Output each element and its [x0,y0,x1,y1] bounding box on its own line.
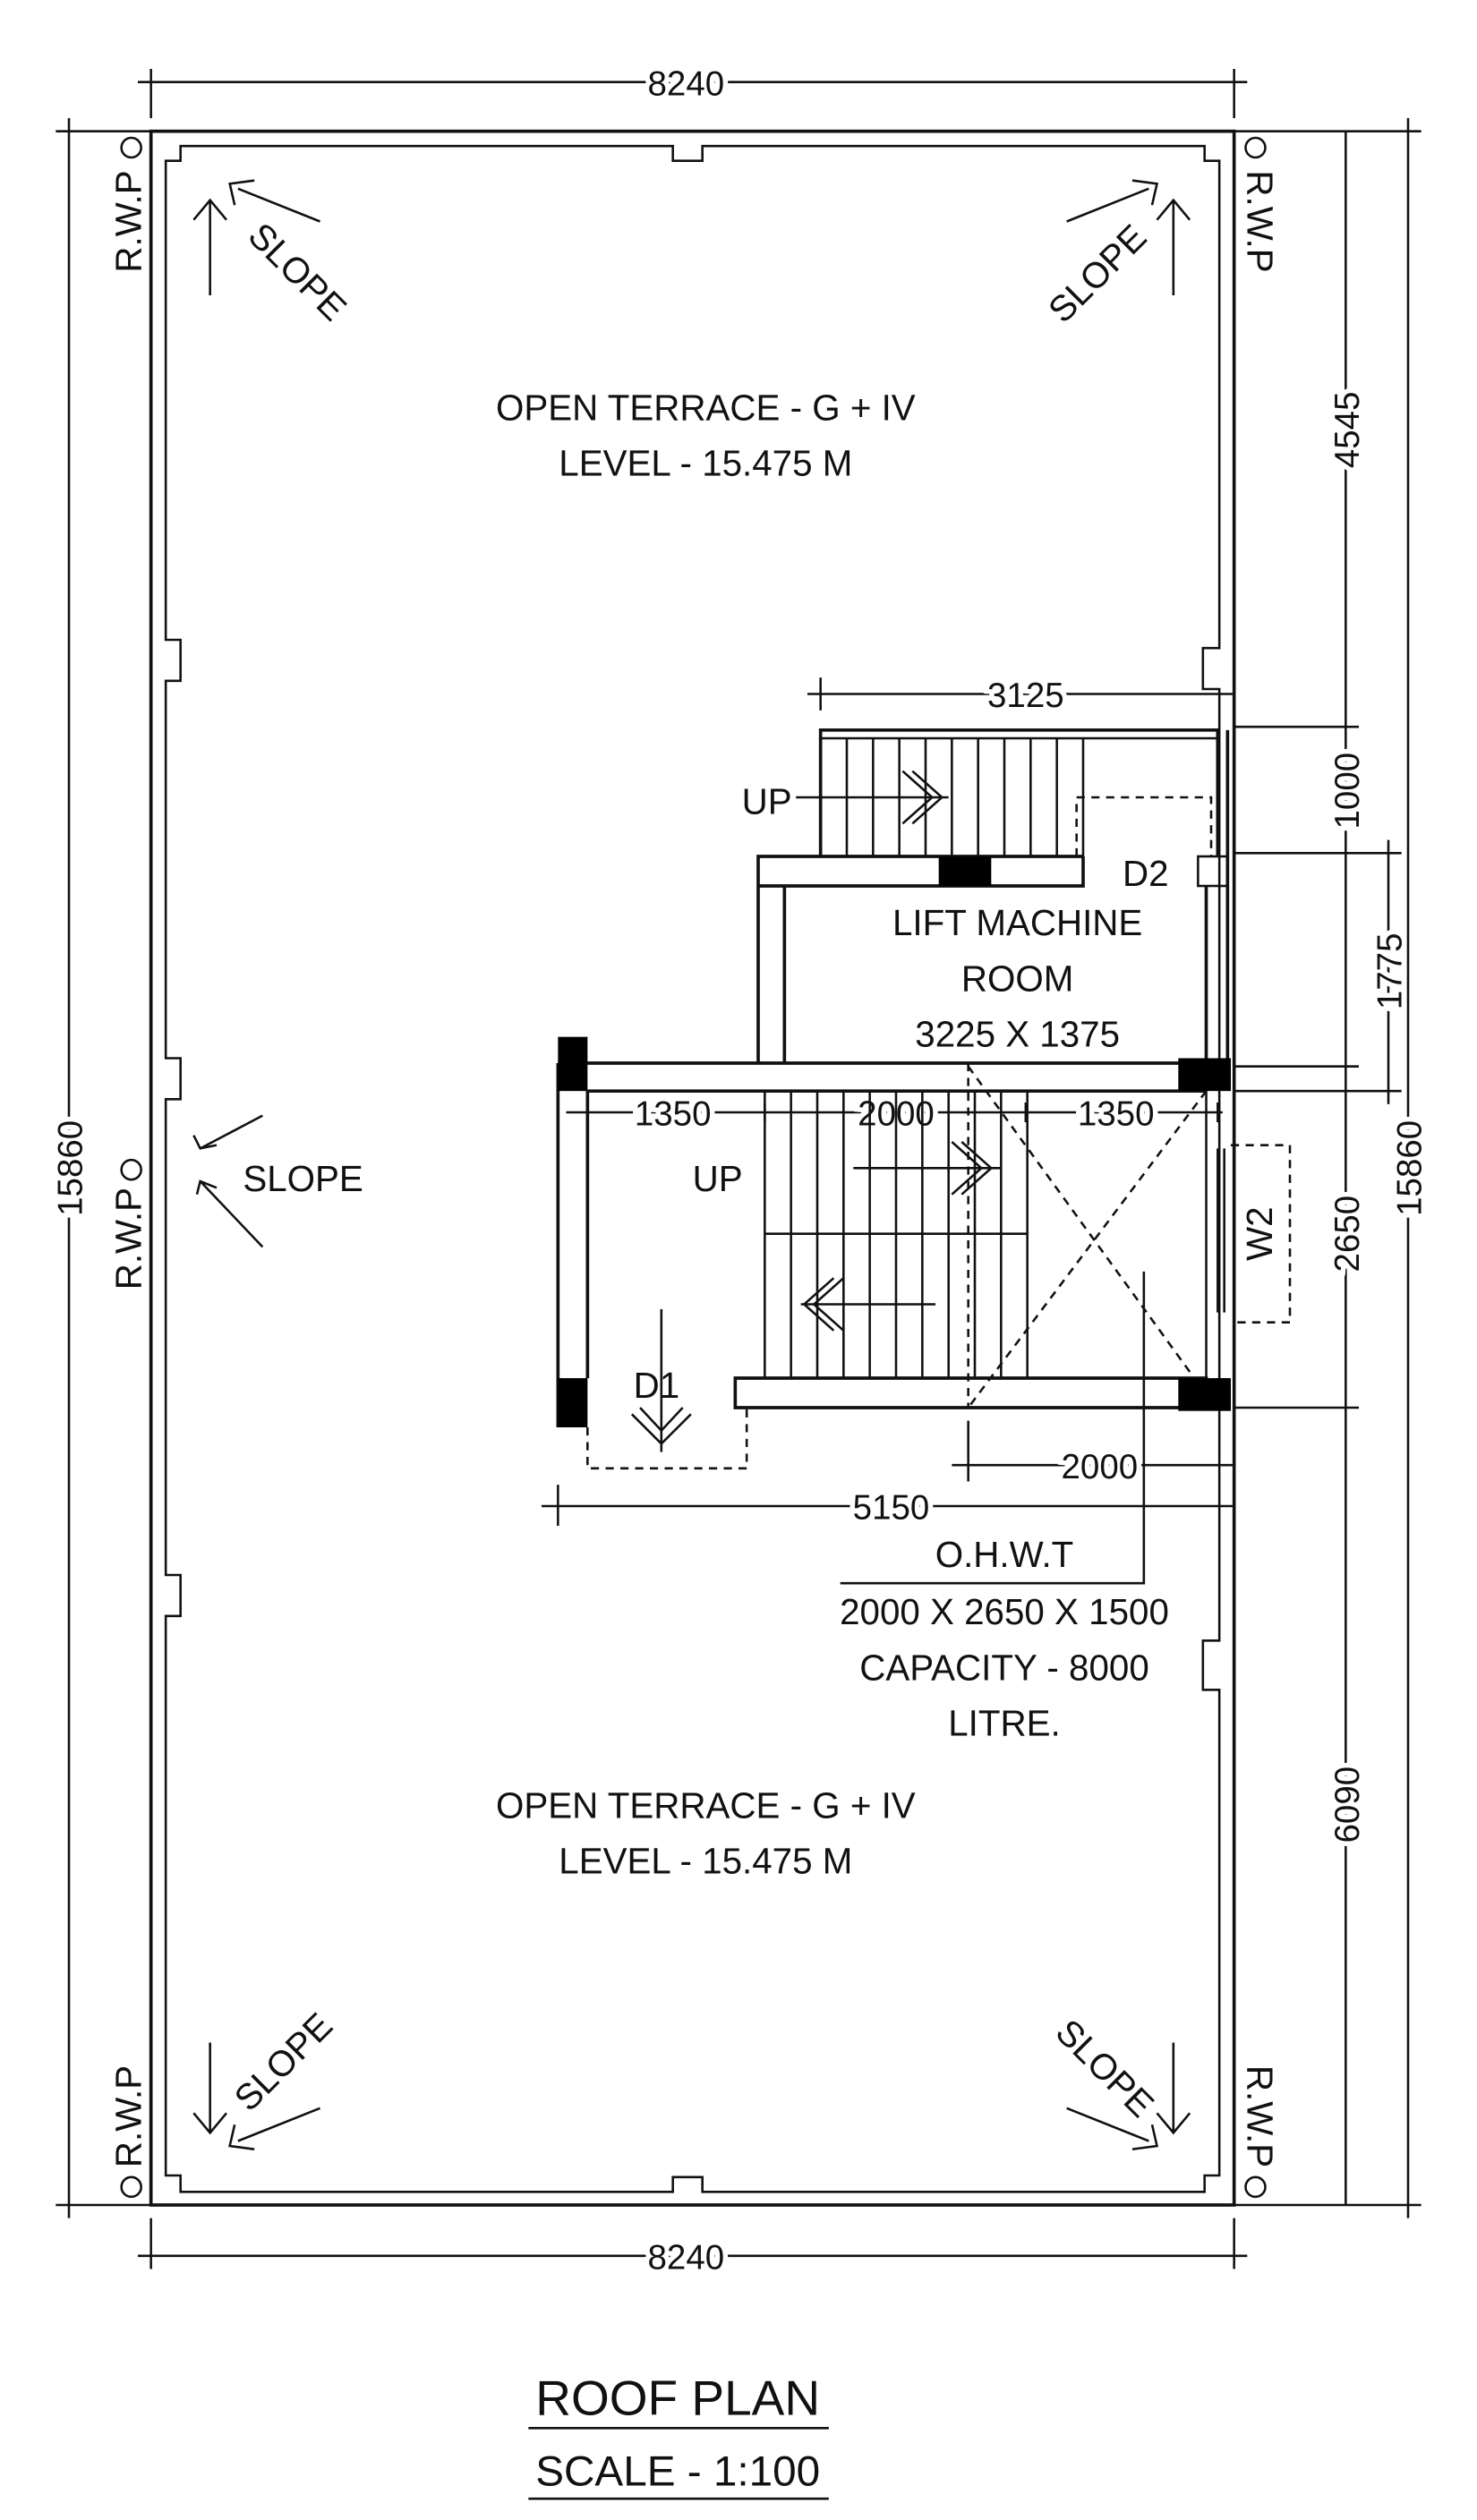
slope-label-bl: SLOPE [226,2005,341,2119]
slope-label-tr: SLOPE [1040,217,1155,331]
rwp-label-br: R.W.P [1239,2065,1280,2167]
ohwt-size: 2000 X 2650 X 1500 [840,1591,1169,1632]
terrace-top-name: OPEN TERRACE - G + IV [496,387,916,428]
rwp-label-ml: R.W.P [108,1188,149,1290]
dimension-lines [55,69,1422,2269]
dim-block-width: 5150 [853,1489,930,1528]
w2-label: W2 [1239,1206,1280,1261]
terrace-bottom-name: OPEN TERRACE - G + IV [496,1784,916,1826]
dim-right-1775: 1775 [1371,933,1410,1010]
outer-wall [149,129,1236,2207]
rwp-label-tl: R.W.P [108,170,149,272]
dim-right-2650: 2650 [1328,1196,1367,1273]
slope-label-ml: SLOPE [243,1158,363,1199]
slope-label-br: SLOPE [1048,2011,1163,2125]
ohwt-capacity: CAPACITY - 8000 [859,1647,1149,1688]
dim-tank-width: 2000 [1062,1448,1139,1486]
dim-left-height: 15860 [52,1120,90,1216]
rwp-label-tr: R.W.P [1239,170,1280,272]
dim-landing-right: 1350 [1078,1095,1155,1134]
lift-room-label-2: ROOM [961,958,1073,999]
terrace-top-level: LEVEL - 15.475 M [559,443,852,484]
d1-label: D1 [634,1365,680,1406]
dim-top-width: 8240 [648,64,725,103]
drawing-title: ROOF PLAN [535,2371,820,2426]
main-stair-up-label: UP [693,1158,743,1199]
dim-stair-width: 3125 [987,677,1064,715]
dim-right-1000: 1000 [1328,753,1367,830]
ohwt-unit: LITRE. [948,1703,1060,1744]
lift-room-size: 3225 X 1375 [915,1014,1120,1055]
slope-arrows [192,179,1191,2150]
dim-right-height: 15860 [1391,1120,1430,1216]
dim-right-top: 4545 [1328,392,1367,469]
d2-label: D2 [1123,853,1169,894]
dim-right-bottom: 6090 [1328,1767,1367,1843]
rwp-pipes [120,136,1267,2199]
ohwt-title: O.H.W.T [935,1534,1074,1575]
slope-label-tl: SLOPE [241,215,355,329]
upper-stair [796,728,1220,856]
dim-bottom-width: 8240 [648,2239,725,2277]
lift-room-label-1: LIFT MACHINE [892,902,1142,943]
main-stair-block [556,1036,1292,1585]
drawing-scale: SCALE - 1:100 [535,2448,820,2496]
upper-stair-up-label: UP [742,780,792,822]
rwp-label-bl: R.W.P [108,2065,149,2167]
dim-landing-left: 1350 [635,1095,712,1134]
terrace-bottom-level: LEVEL - 15.475 M [559,1841,852,1882]
lift-machine-room [756,729,1230,1063]
